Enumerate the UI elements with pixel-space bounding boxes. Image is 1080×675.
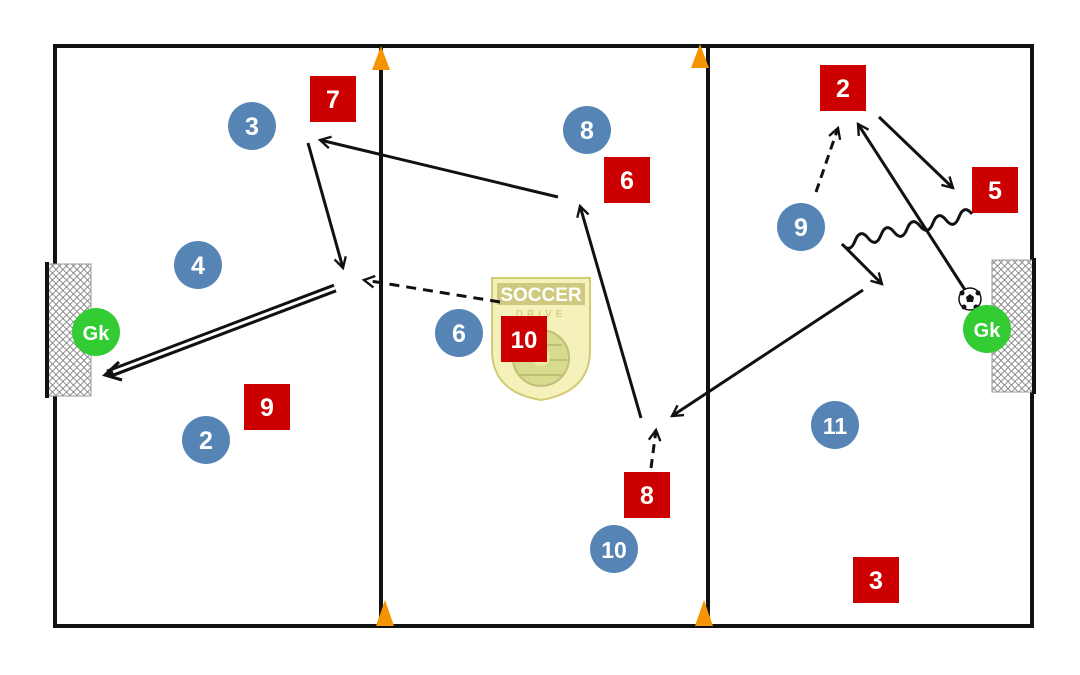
svg-text:7: 7 bbox=[326, 86, 340, 114]
svg-text:3: 3 bbox=[245, 113, 259, 141]
blue-player: 10 bbox=[590, 525, 638, 573]
run-arrow-dashed bbox=[364, 280, 501, 304]
svg-text:2: 2 bbox=[836, 75, 850, 103]
blue-player: 2 bbox=[182, 416, 230, 464]
svg-text:Gk: Gk bbox=[83, 323, 111, 345]
red-player: 7 bbox=[310, 76, 356, 122]
cone-icon bbox=[376, 600, 394, 626]
red-player: 5 bbox=[972, 167, 1018, 213]
svg-text:9: 9 bbox=[260, 394, 274, 422]
svg-text:Gk: Gk bbox=[974, 320, 1002, 342]
blue-player: 3 bbox=[228, 102, 276, 150]
svg-text:8: 8 bbox=[640, 482, 654, 510]
red-player: 3 bbox=[853, 557, 899, 603]
pass-lines bbox=[102, 115, 974, 469]
goalkeeper-left: Gk bbox=[72, 308, 120, 356]
blue-player: 4 bbox=[174, 241, 222, 289]
ball-icon bbox=[958, 287, 982, 311]
pass-arrow bbox=[672, 288, 864, 416]
svg-text:10: 10 bbox=[511, 327, 538, 354]
logo-text-top: SOCCER bbox=[500, 285, 582, 306]
cone-icon bbox=[695, 600, 713, 626]
blue-player: 11 bbox=[811, 401, 859, 449]
goalkeeper-right: Gk bbox=[963, 305, 1011, 353]
logo-text-bottom: DRIVE bbox=[516, 309, 567, 320]
red-player: 2 bbox=[820, 65, 866, 111]
red-player: 9 bbox=[244, 384, 290, 430]
dribble-arrow bbox=[840, 208, 974, 284]
pass-arrow bbox=[580, 206, 643, 419]
svg-text:11: 11 bbox=[823, 413, 848, 439]
svg-text:6: 6 bbox=[620, 167, 634, 195]
red-player: 6 bbox=[604, 157, 650, 203]
blue-player: 6 bbox=[435, 309, 483, 357]
blue-player: 9 bbox=[777, 203, 825, 251]
pass-arrow bbox=[858, 124, 969, 294]
shot-arrow-double-inner bbox=[112, 286, 336, 374]
svg-text:6: 6 bbox=[452, 320, 466, 348]
svg-text:2: 2 bbox=[199, 427, 213, 455]
pass-arrow bbox=[877, 115, 953, 188]
cone-icon bbox=[372, 46, 390, 70]
red-player: 10 bbox=[501, 316, 547, 362]
svg-text:9: 9 bbox=[794, 214, 808, 242]
red-player: 8 bbox=[624, 472, 670, 518]
svg-text:5: 5 bbox=[988, 177, 1002, 205]
run-arrow-dashed bbox=[651, 430, 656, 469]
run-arrow-dashed bbox=[814, 128, 838, 193]
blue-player: 8 bbox=[563, 106, 611, 154]
svg-text:3: 3 bbox=[869, 567, 883, 595]
pass-arrow bbox=[320, 140, 559, 199]
cone-icon bbox=[691, 44, 709, 68]
shot-arrowhead bbox=[102, 360, 123, 382]
svg-text:10: 10 bbox=[601, 537, 627, 563]
svg-text:4: 4 bbox=[191, 252, 205, 280]
svg-text:8: 8 bbox=[580, 117, 594, 145]
pass-arrow bbox=[306, 142, 343, 268]
